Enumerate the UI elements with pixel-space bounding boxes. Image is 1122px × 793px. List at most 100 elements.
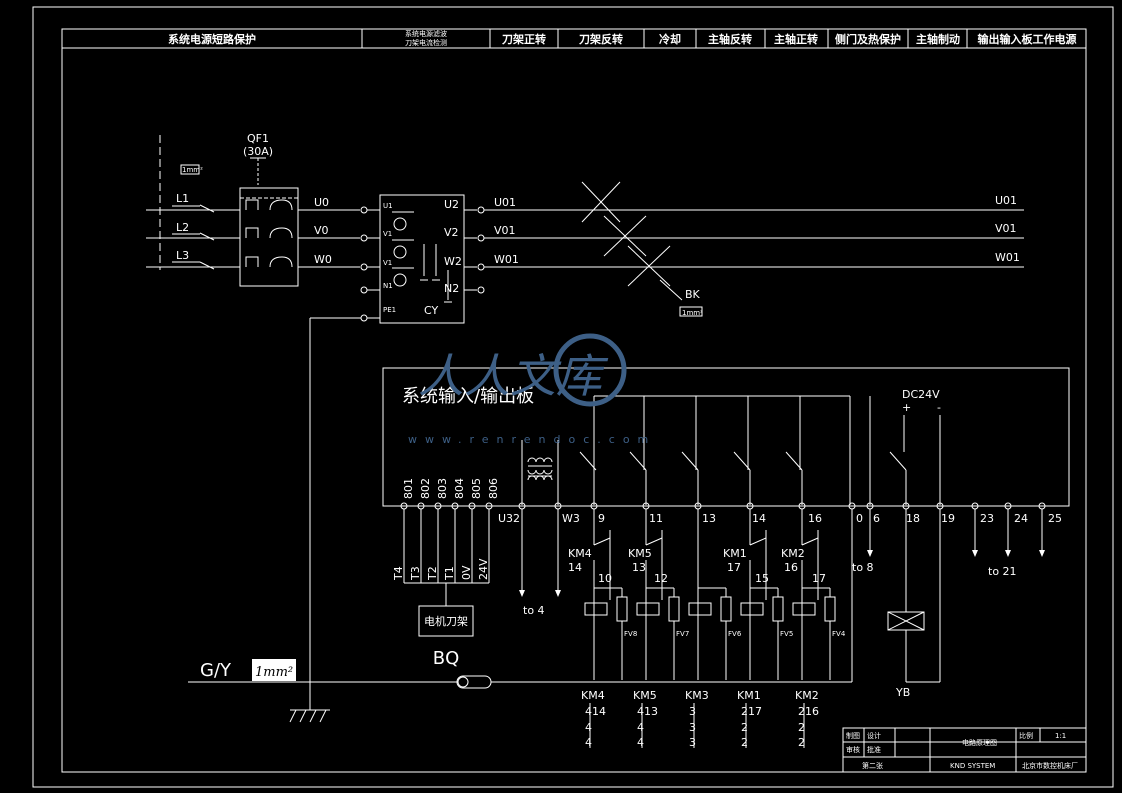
coil-ref: 4 <box>637 721 644 734</box>
terminal-label: 9 <box>598 512 605 525</box>
filter-in-pin: V1 <box>383 230 392 238</box>
motor-pin: T4 <box>392 566 405 581</box>
node-label: 17 <box>812 572 826 585</box>
motor-box-label: 电机刀架 <box>424 614 468 628</box>
coil-ref: 2 <box>741 736 748 749</box>
filter-out-pin: W2 <box>444 255 462 268</box>
coil-ref: 413 <box>637 705 658 718</box>
terminal-label: 806 <box>487 478 500 499</box>
dc-label: DC24V <box>902 388 940 401</box>
coil-ref: 3 <box>689 705 696 718</box>
fv-label: FV8 <box>624 630 637 638</box>
filter-out-pin: U2 <box>444 198 459 211</box>
title-cell: 设计 <box>867 731 881 740</box>
board-terminals-left: 801 802 803 804 805 806 T4 T3 T2 T1 0V 2… <box>392 478 500 669</box>
dc-minus: - <box>937 401 941 414</box>
coil-name: KM3 <box>685 689 709 702</box>
title-cell: 批准 <box>867 745 881 754</box>
title-cell: KND SYSTEM <box>950 762 995 770</box>
coil-ref: 216 <box>798 705 819 718</box>
header-cell: 输出输入板工作电源 <box>978 32 1077 46</box>
interlock-pin: 13 <box>632 561 646 574</box>
coil-name: KM5 <box>633 689 657 702</box>
header-cell: 刀架反转 <box>579 32 623 46</box>
header-cell: 主轴制动 <box>916 32 960 46</box>
coil-ref: 2 <box>798 736 805 749</box>
terminal-label: 801 <box>402 478 415 499</box>
coil-ref: 414 <box>585 705 606 718</box>
motor-pin: 24V <box>477 558 490 580</box>
interlock-section: KM4 14 KM5 13 KM1 17 KM2 16 10 12 15 17 <box>568 509 941 699</box>
interlock-km: KM5 <box>628 547 652 560</box>
dc-plus: + <box>902 401 911 414</box>
filter-in-pin: V1 <box>383 259 392 267</box>
interlock-pin: 17 <box>727 561 741 574</box>
terminal-label: 19 <box>941 512 955 525</box>
breaker-outputs: U0 V0 W0 <box>298 196 380 710</box>
header-cell: 冷却 <box>659 32 681 46</box>
coil-ref: 4 <box>585 721 592 734</box>
terminal-label: 18 <box>906 512 920 525</box>
node-label: 15 <box>755 572 769 585</box>
terminal-label: U32 <box>498 512 520 525</box>
title-cell: 审核 <box>846 745 860 754</box>
terminal-label: 802 <box>419 478 432 499</box>
terminal-label: 23 <box>980 512 994 525</box>
yb-label: YB <box>895 686 910 699</box>
board-terminals-right: U32 W3 9 11 13 14 16 0 6 18 19 23 24 25 … <box>498 502 1062 617</box>
fv-label: FV7 <box>676 630 689 638</box>
output-label: V01 <box>494 224 516 237</box>
coil-ref: 2 <box>741 721 748 734</box>
title-cell: 比例 <box>1019 731 1033 740</box>
filter-cap-label: CY <box>424 304 438 317</box>
coil-ref: 4 <box>637 736 644 749</box>
coil-ref: 4 <box>585 736 592 749</box>
bk-label: BK <box>685 288 701 301</box>
gy-wire: 1mm² <box>255 665 293 680</box>
terminal-label: 16 <box>808 512 822 525</box>
gy-label: G/Y <box>200 660 232 681</box>
terminal-label: 0 <box>856 512 863 525</box>
wire-label: U0 <box>314 196 329 209</box>
mains-supply: L1 L2 L3 1mm² <box>146 135 240 270</box>
coil-ref: 2 <box>798 721 805 734</box>
bq-label: BQ <box>433 648 460 669</box>
wire-note: 1mm² <box>182 166 203 174</box>
header-row: 系统电源短路保护 系统电源滤波 刀架电流检测 刀架正转 刀架反转 冷却 主轴反转… <box>62 29 1086 49</box>
watermark-logo-text: 人人文库 <box>418 349 609 403</box>
breaker-qf1: QF1 (30A) <box>239 132 299 287</box>
fv-label: FV4 <box>832 630 846 638</box>
watermark: 人人文库 www.renrendoc.com <box>408 333 656 446</box>
motor-pin: T1 <box>443 566 456 581</box>
interlock-pin: 14 <box>568 561 582 574</box>
terminal-label: 6 <box>873 512 880 525</box>
ground-line: G/Y 1mm² <box>188 659 594 723</box>
phase-label: L1 <box>176 192 189 205</box>
filter-in-pin: N1 <box>383 282 393 290</box>
terminal-label: W3 <box>562 512 580 525</box>
watermark-url: www.renrendoc.com <box>408 433 656 446</box>
title-cell: 第二张 <box>862 761 883 770</box>
to4-label: to 4 <box>523 604 545 617</box>
header-cell: 刀架正转 <box>502 32 546 46</box>
fv-label: FV6 <box>728 630 742 638</box>
output-label-right: U01 <box>995 194 1017 207</box>
filter-in-pin: PE1 <box>383 306 396 314</box>
output-label-right: V01 <box>995 222 1017 235</box>
coil-ref: 3 <box>689 721 696 734</box>
wire-label: W0 <box>314 253 332 266</box>
node-label: 10 <box>598 572 612 585</box>
interlock-km: KM2 <box>781 547 805 560</box>
filter-out-pin: V2 <box>444 226 459 239</box>
coil-ref: 3 <box>689 736 696 749</box>
title-cell: 电路原理图 <box>962 738 997 747</box>
header-cell: 主轴反转 <box>708 32 752 46</box>
coil-refs: KM4 KM5 KM3 KM1 KM2 414 413 3 217 216 4 … <box>581 689 819 749</box>
coil-name: KM4 <box>581 689 605 702</box>
coil-name: KM2 <box>795 689 819 702</box>
terminal-label: 805 <box>470 478 483 499</box>
breaker-rating: (30A) <box>243 145 273 158</box>
motor-pin: T3 <box>409 566 422 581</box>
terminal-label: 11 <box>649 512 663 525</box>
title-block: 制图 审核 设计 批准 电路原理图 比例 1:1 第二张 KND SYSTEM … <box>842 727 1087 773</box>
